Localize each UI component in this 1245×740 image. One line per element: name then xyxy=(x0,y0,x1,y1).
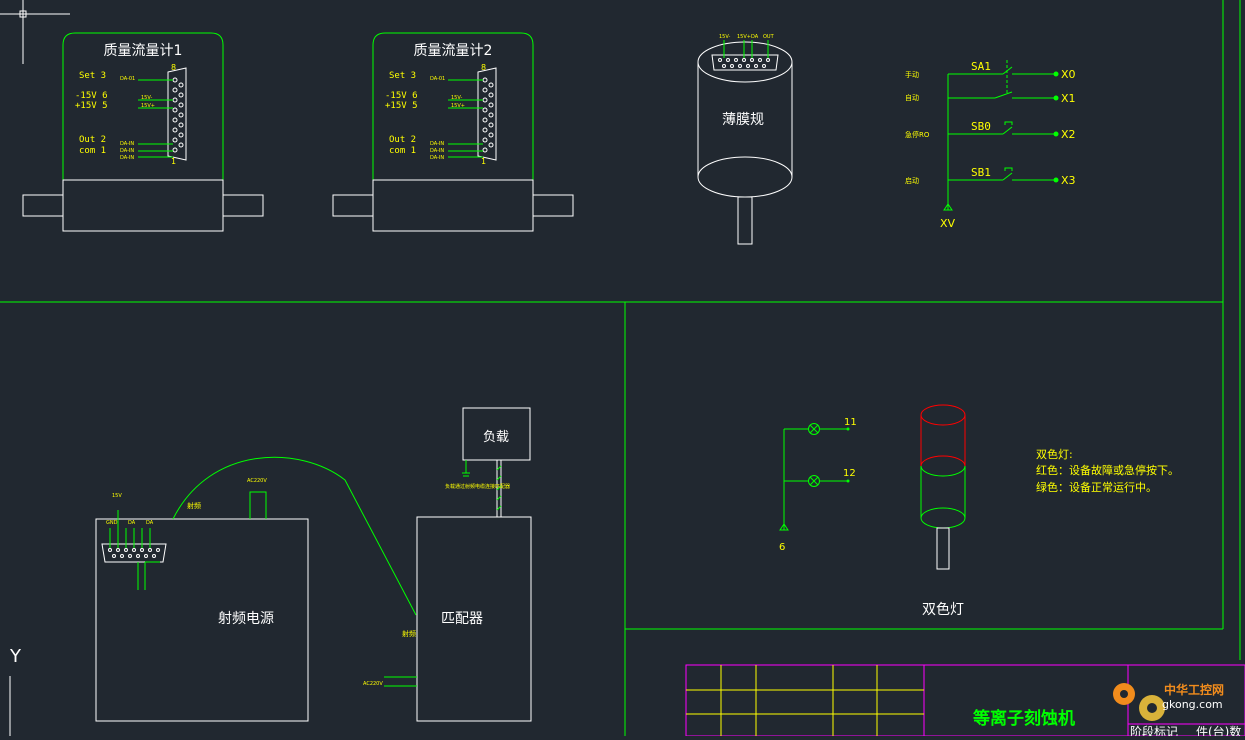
switch-label-sa1: SA1 xyxy=(971,60,991,73)
lamp-wire-label-11: 11 xyxy=(844,417,857,428)
matcher-label: 匹配器 xyxy=(441,611,483,627)
fm2-pin-top: 8 xyxy=(481,63,486,72)
ucs-y-label: Y xyxy=(9,646,22,667)
switch-output-x1: X1 xyxy=(1061,92,1076,105)
rf-power-box xyxy=(95,518,309,722)
fm1-tag-4: DA-IN xyxy=(120,148,134,154)
drawing-title: 等离子刻蚀机 xyxy=(973,708,1075,729)
flow-meter-1: 质量流量计1 Set 3 -15V 6 +15V 5 Out 2 com 1 8… xyxy=(22,32,264,232)
rf-connector-tag-1: GND xyxy=(106,520,118,526)
lamp-common-label: 6 xyxy=(779,542,785,553)
rf-cable xyxy=(172,456,417,616)
fm2-connector-pins xyxy=(482,77,494,153)
watermark-cn: 中华工控网 xyxy=(1164,682,1224,697)
switch-output-x2: X2 xyxy=(1061,128,1076,141)
switch-left-label-0: 手动 xyxy=(905,70,919,79)
rf-connector-tag-2: DA xyxy=(128,520,136,526)
switch-output-x3: X3 xyxy=(1061,174,1076,187)
two-color-lamp-tower xyxy=(920,404,966,570)
fm1-pin-0: Set 3 xyxy=(79,71,106,81)
rf-connector-tag-3: DA xyxy=(146,520,154,526)
fm1-tag-3: DA-IN xyxy=(120,141,134,147)
fm1-pin-1: -15V 6 xyxy=(75,91,108,101)
stage-mark-label: 阶段标记 xyxy=(1130,724,1178,736)
lamp-legend-red: 红色：设备故障或急停按下。 xyxy=(1036,463,1179,477)
watermark-url: gkong.com xyxy=(1162,698,1223,711)
rf-connector-pins xyxy=(108,548,160,558)
switch-label-sb0: SB0 xyxy=(971,120,991,133)
fm1-tag-5: DA-IN xyxy=(120,155,134,161)
rf-cable-left-label: 射频 xyxy=(187,501,201,510)
thin-film-gauge-title: 薄膜规 xyxy=(722,112,764,128)
fm1-tag-2: 15V+ xyxy=(141,103,155,109)
lamp-legend-green: 绿色：设备正常运行中。 xyxy=(1036,480,1157,494)
flow-meter-1-title: 质量流量计1 xyxy=(104,43,183,59)
rf-connector-tag-0: 15V xyxy=(112,493,122,499)
gauge-connector-pins xyxy=(718,58,770,68)
load-note: 负载通过射频电缆连接匹配器 xyxy=(445,483,510,490)
gauge-tag-2: DA xyxy=(751,34,759,40)
fm2-tag-4: DA-IN xyxy=(430,148,444,154)
thin-film-gauge xyxy=(697,40,793,245)
matcher-box xyxy=(416,516,532,722)
switch-left-label-2: 急停RO xyxy=(905,130,930,139)
lamp-legend-title: 双色灯: xyxy=(1036,447,1073,461)
switch-panel xyxy=(943,60,1055,211)
fm2-pin-bottom: 1 xyxy=(481,157,486,166)
fm2-pin-4: com 1 xyxy=(389,146,416,156)
two-color-lamp-circuit xyxy=(779,423,848,531)
switch-left-label-1: 自动 xyxy=(905,93,919,102)
two-color-lamp-caption: 双色灯 xyxy=(922,601,964,618)
fm2-tag-2: 15V+ xyxy=(451,103,465,109)
fm2-tag-5: DA-IN xyxy=(430,155,444,161)
switch-common-xv: XV xyxy=(940,217,956,230)
switch-output-dots xyxy=(1053,71,1059,183)
fm1-pin-3: Out 2 xyxy=(79,135,106,145)
fm2-tag-0: DA-01 xyxy=(430,76,445,82)
flow-meter-2-title: 质量流量计2 xyxy=(414,43,493,59)
switch-label-sb1: SB1 xyxy=(971,166,991,179)
fm2-pin-3: Out 2 xyxy=(389,135,416,145)
fm1-pin-top: 8 xyxy=(171,63,176,72)
fm2-tag-1: 15V- xyxy=(451,95,462,101)
switch-output-x0: X0 xyxy=(1061,68,1076,81)
fm2-pin-0: Set 3 xyxy=(389,71,416,81)
flow-meter-2: 质量流量计2 Set 3 -15V 6 +15V 5 Out 2 com 1 8… xyxy=(332,32,574,232)
lamp-icon-2 xyxy=(808,475,820,487)
lamp-wire-label-12: 12 xyxy=(843,468,856,479)
rf-cable-right-label: 射频 xyxy=(402,629,416,638)
fm1-pin-bottom: 1 xyxy=(171,157,176,166)
fm1-tag-1: 15V- xyxy=(141,95,152,101)
lamp-icon-1 xyxy=(808,423,820,435)
gauge-tag-3: OUT xyxy=(763,34,775,40)
fm1-pin-4: com 1 xyxy=(79,146,106,156)
load-label: 负载 xyxy=(483,430,509,445)
switch-left-label-3: 启动 xyxy=(905,176,919,185)
fm2-pin-2: +15V 5 xyxy=(385,101,418,111)
gauge-tag-0: 15V- xyxy=(719,34,730,40)
ac-bottom-label: AC220V xyxy=(363,681,383,687)
count-label: 件(台)数 xyxy=(1196,724,1241,736)
gear-icon xyxy=(1113,683,1165,721)
ac-top-label: AC220V xyxy=(247,478,267,484)
fm1-pin-2: +15V 5 xyxy=(75,101,108,111)
rf-section xyxy=(95,407,532,722)
fm2-pin-1: -15V 6 xyxy=(385,91,418,101)
rf-power-label: 射频电源 xyxy=(218,611,274,627)
fm2-tag-3: DA-IN xyxy=(430,141,444,147)
fm1-tag-0: DA-01 xyxy=(120,76,135,82)
fm1-connector-pins xyxy=(172,77,184,153)
crosshair-cursor xyxy=(0,0,70,64)
gauge-tag-1: 15V+ xyxy=(737,34,751,40)
